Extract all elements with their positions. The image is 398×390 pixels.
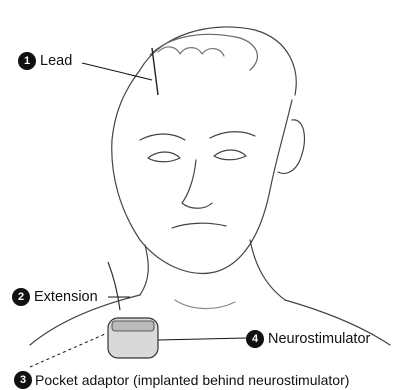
callout-lead: 1 Lead (18, 52, 72, 70)
brow-left (140, 134, 185, 140)
ear (278, 120, 304, 174)
callout-label: Lead (40, 53, 72, 69)
neck-left (140, 245, 148, 295)
callout-pocket-adaptor: 3 Pocket adaptor (implanted behind neuro… (14, 371, 349, 389)
lead-pointer (82, 63, 152, 80)
number-badge: 2 (12, 288, 30, 306)
callout-label: Extension (34, 289, 98, 305)
neurostimulator-pointer (158, 338, 246, 340)
face-outline (112, 100, 292, 273)
hair-outline (140, 27, 296, 95)
callout-neurostimulator: 4 Neurostimulator (246, 330, 370, 348)
nose (182, 160, 212, 208)
callout-extension: 2 Extension (12, 288, 98, 306)
neck-right (250, 240, 285, 300)
callout-label: Pocket adaptor (implanted behind neurost… (35, 372, 349, 388)
lead-wire (152, 48, 158, 95)
pocket-adaptor-pointer (30, 334, 105, 367)
brow-right (210, 132, 255, 138)
mouth (172, 223, 226, 228)
callout-label: Neurostimulator (268, 331, 370, 347)
skull-top (112, 70, 140, 140)
eye-left (148, 152, 180, 162)
number-badge: 3 (14, 371, 32, 389)
number-badge: 1 (18, 52, 36, 70)
number-badge: 4 (246, 330, 264, 348)
eye-right (214, 150, 246, 160)
